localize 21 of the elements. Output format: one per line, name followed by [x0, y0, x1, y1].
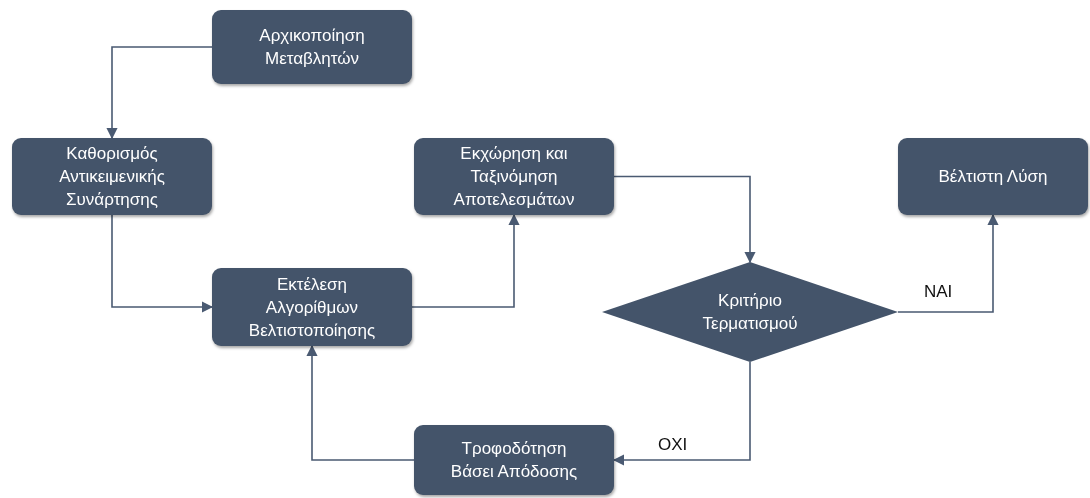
process-box: [898, 138, 1088, 215]
arrow: [411, 213, 520, 308]
process-box: [212, 268, 412, 346]
arrow: [612, 361, 751, 466]
box-label: Κριτήριο Τερματισμού: [701, 290, 799, 335]
arrow: [306, 344, 415, 461]
arrow: [613, 175, 756, 264]
arrow: [111, 214, 214, 313]
box-label: Εκχώρηση και Ταξινόμηση Αποτελεσμάτων: [452, 143, 576, 211]
process-box: [12, 138, 212, 215]
process-box: [212, 10, 412, 84]
box-label: Εκτέλεση Αλγορίθμων Βελτιστοποίησης: [247, 273, 377, 342]
box-label: Βέλτιστη Λύση: [938, 166, 1048, 188]
process-box: [414, 425, 614, 495]
arrow: [897, 213, 999, 313]
process-box: [414, 138, 614, 215]
box-label: Αρχικοποίηση Μεταβλητών: [258, 25, 366, 70]
arrow: [106, 46, 213, 140]
box-label: Καθορισμός Αντικειμενικής Συνάρτησης: [58, 143, 166, 211]
box-label: Τροφοδότηση Βάσει Απόδοσης: [449, 438, 579, 483]
decision-diamond: [602, 262, 898, 362]
